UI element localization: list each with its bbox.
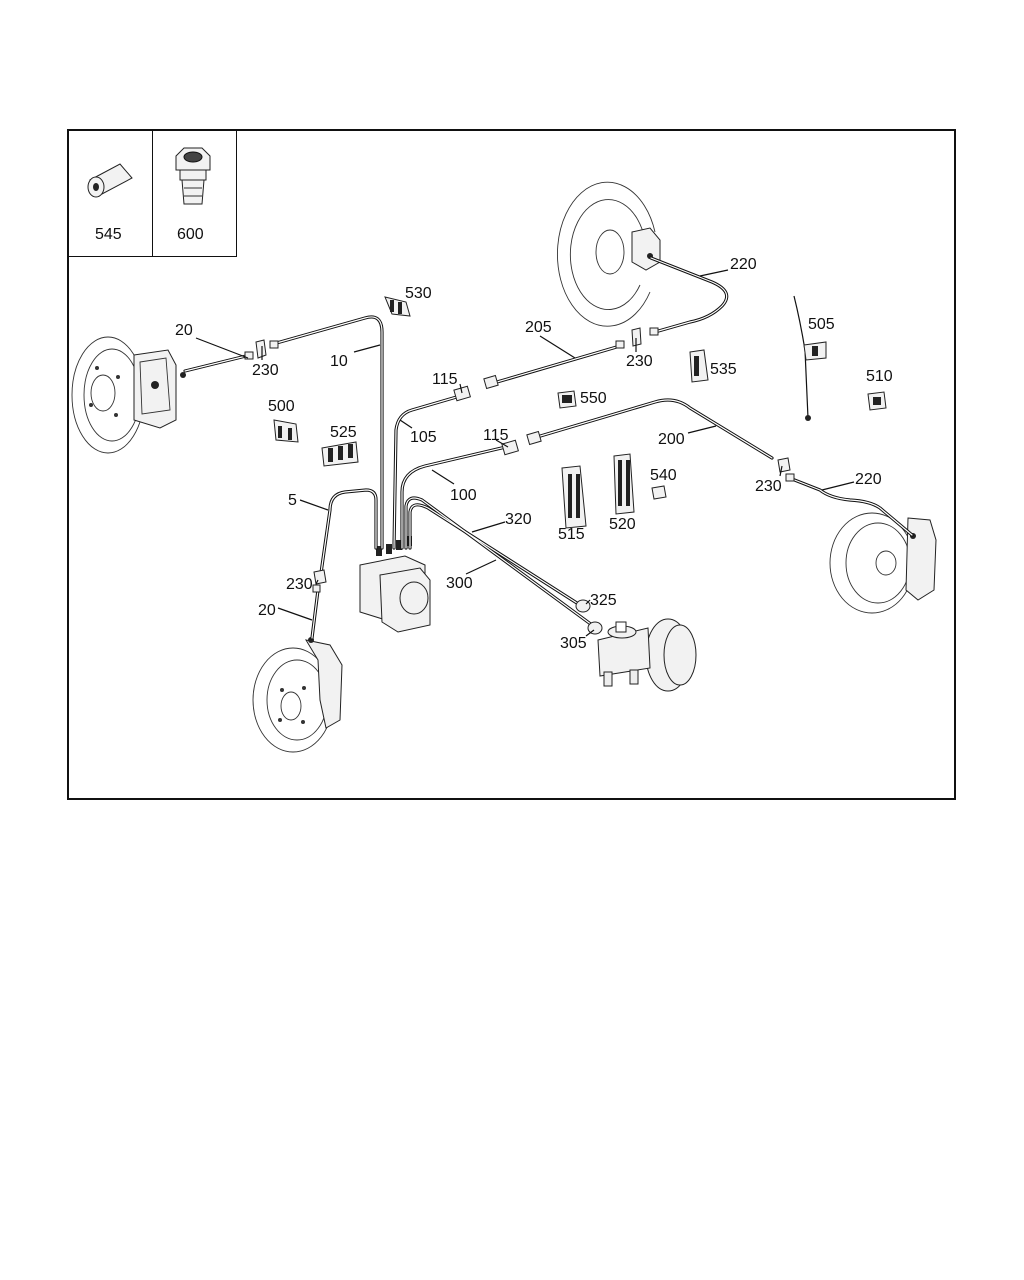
clip-525 bbox=[321, 441, 359, 467]
hex-fitting-icon bbox=[175, 147, 211, 205]
callout-505: 505 bbox=[808, 316, 835, 333]
callout-510: 510 bbox=[866, 368, 893, 385]
callout-100: 100 bbox=[450, 487, 477, 504]
callout-300: 300 bbox=[446, 575, 473, 592]
callout-550: 550 bbox=[580, 390, 607, 407]
bracket-515 bbox=[561, 465, 587, 529]
callout-515: 515 bbox=[558, 526, 585, 543]
callout-500: 500 bbox=[268, 398, 295, 415]
front-left-brake-disc bbox=[71, 336, 186, 454]
callout-105: 105 bbox=[410, 429, 437, 446]
inset-label-545: 545 bbox=[95, 226, 122, 243]
callout-305: 305 bbox=[560, 635, 587, 652]
callout-525: 525 bbox=[330, 424, 357, 441]
sleeve-icon bbox=[87, 163, 133, 198]
brake-booster-master-cylinder bbox=[597, 618, 697, 692]
callout-220-right: 220 bbox=[855, 471, 882, 488]
clip-510 bbox=[867, 391, 887, 411]
callout-540: 540 bbox=[650, 467, 677, 484]
bracket-520 bbox=[613, 453, 635, 515]
callout-20-bottom: 20 bbox=[258, 602, 276, 619]
bracket-505 bbox=[793, 295, 827, 421]
callout-535: 535 bbox=[710, 361, 737, 378]
callout-530: 530 bbox=[405, 285, 432, 302]
callout-5: 5 bbox=[288, 492, 297, 509]
leader-lines bbox=[195, 269, 855, 637]
inset-label-600: 600 bbox=[177, 226, 204, 243]
rear-right-brake-disc-top bbox=[557, 181, 661, 327]
callout-220-top: 220 bbox=[730, 256, 757, 273]
hose-clip-530 bbox=[384, 296, 411, 317]
brake-pipes-inner bbox=[184, 257, 913, 639]
diagram-frame bbox=[67, 129, 956, 800]
callout-325: 325 bbox=[590, 592, 617, 609]
clip-brackets bbox=[255, 327, 791, 585]
clip-540 bbox=[651, 485, 667, 500]
callout-230-left-bottom: 230 bbox=[286, 576, 313, 593]
abs-hydraulic-unit bbox=[359, 536, 431, 633]
inset-divider bbox=[152, 129, 153, 257]
callout-205: 205 bbox=[525, 319, 552, 336]
callout-labels: 530 20 230 10 205 220 505 230 535 115 55… bbox=[175, 256, 893, 652]
holder-500 bbox=[273, 419, 299, 443]
holder-535 bbox=[689, 349, 709, 383]
callout-10: 10 bbox=[330, 353, 348, 370]
callout-200: 200 bbox=[658, 431, 685, 448]
rear-right-brake-disc bbox=[829, 512, 937, 614]
front-left-brake-disc-bottom bbox=[252, 637, 343, 753]
callout-320: 320 bbox=[505, 511, 532, 528]
callout-115-upper: 115 bbox=[432, 371, 458, 388]
pipe-fittings bbox=[244, 327, 795, 635]
callout-230-left-top: 230 bbox=[252, 362, 279, 379]
callout-20-top: 20 bbox=[175, 322, 193, 339]
callout-520: 520 bbox=[609, 516, 636, 533]
callout-115-lower: 115 bbox=[483, 427, 509, 444]
callout-230-right: 230 bbox=[755, 478, 782, 495]
clip-550 bbox=[557, 390, 577, 409]
callout-230-top-mid: 230 bbox=[626, 353, 653, 370]
